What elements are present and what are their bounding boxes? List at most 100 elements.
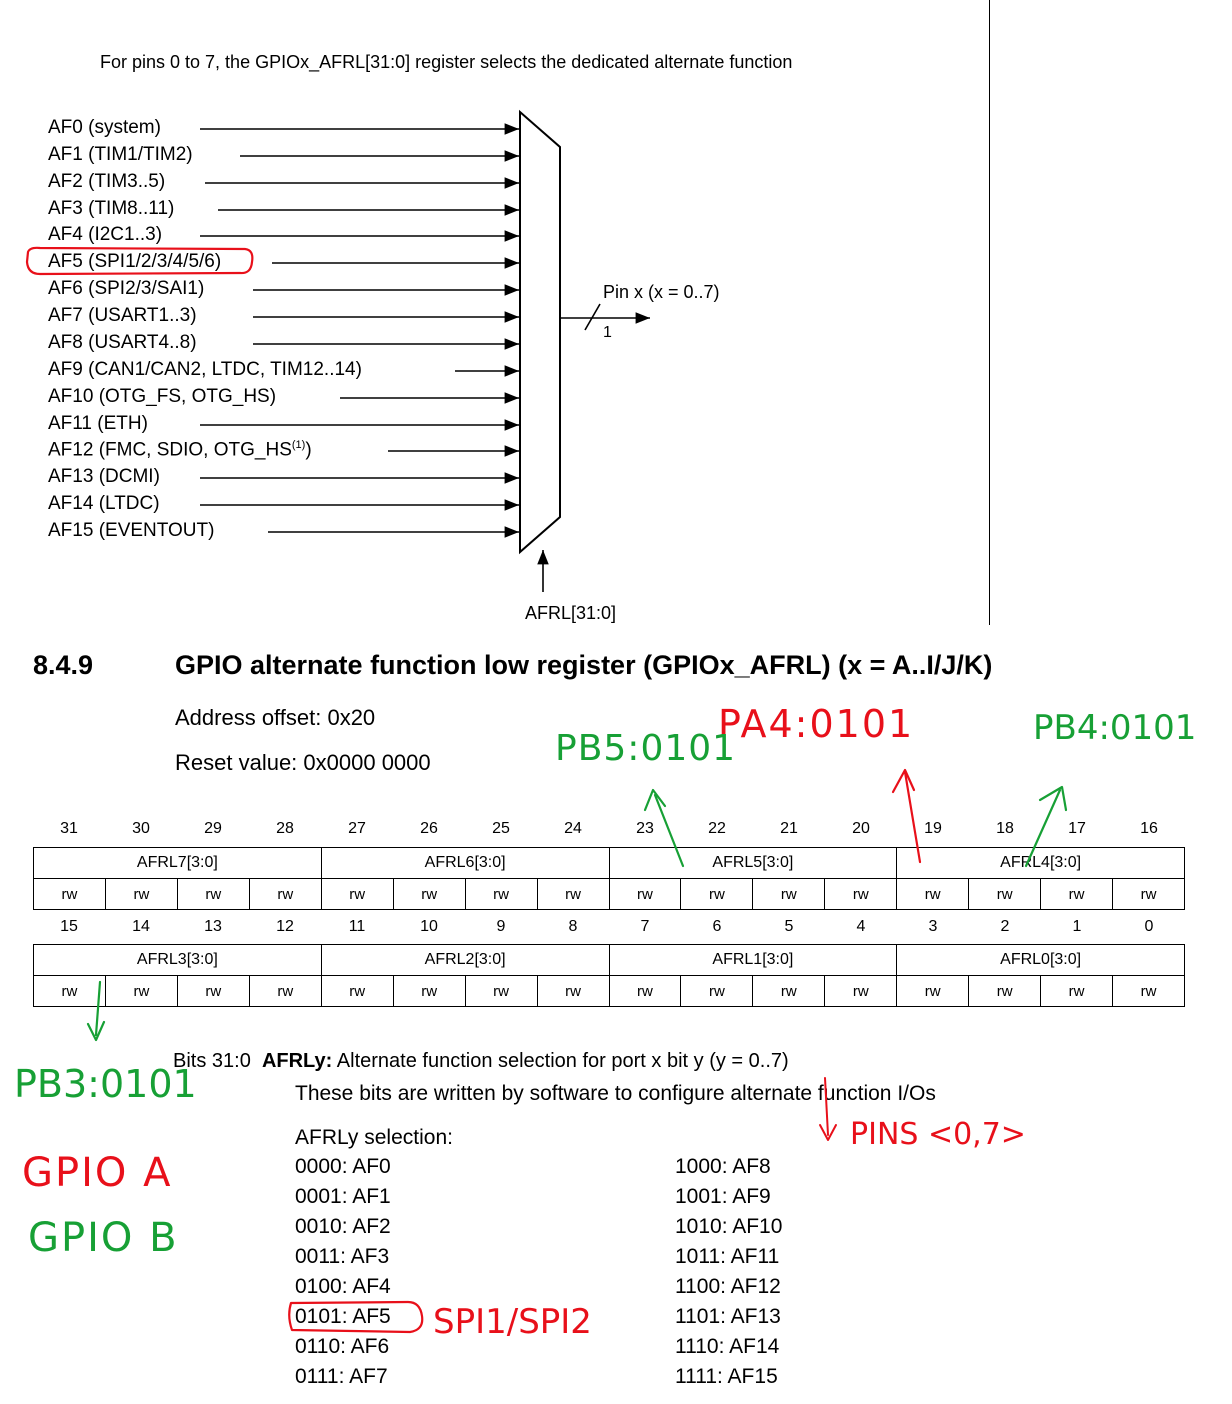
bit-number: 19 [924, 820, 942, 837]
selection-entry: 1100: AF12 [675, 1275, 781, 1298]
access-cell: rw [1040, 878, 1114, 910]
bits-range: Bits 31:0 [173, 1050, 251, 1072]
access-cell: rw [33, 878, 106, 910]
access-cell: rw [680, 878, 754, 910]
af-input-label: AF10 (OTG_FS, OTG_HS) [48, 386, 277, 407]
access-cell: rw [752, 975, 826, 1007]
bits-description-header: Bits 31:0 AFRLy: Alternate function sele… [173, 1050, 789, 1073]
af5-selection-highlight [288, 1300, 424, 1334]
annotation-gpio-a: GPIO A [22, 1150, 173, 1196]
af-input-label: AF13 (DCMI) [48, 466, 160, 487]
selection-title: AFRLy selection: [295, 1126, 453, 1149]
address-offset: Address offset: 0x20 [175, 705, 376, 730]
access-cell: rw [176, 878, 250, 910]
annotation-pb4: PB4:0101 [1033, 708, 1197, 748]
bit-number-row-upper: 31 30 29 28 27 26 25 24 23 22 21 20 19 1… [33, 820, 1185, 842]
af-input-label: AF14 (LTDC) [48, 493, 160, 514]
af-input-label-af12: AF12 (FMC, SDIO, OTG_HS(1)) [48, 439, 312, 461]
section-title: GPIO alternate function low register (GP… [175, 650, 993, 680]
annotation-pb3: PB3:0101 [14, 1062, 197, 1106]
bit-number: 8 [568, 918, 578, 935]
access-cell: rw [896, 975, 970, 1007]
access-cell: rw [176, 975, 250, 1007]
bit-number: 27 [348, 820, 366, 837]
bit-number: 18 [996, 820, 1014, 837]
af-input-label: AF15 (EVENTOUT) [48, 520, 215, 541]
bits-description-line: These bits are written by software to co… [295, 1082, 936, 1105]
bit-number: 30 [132, 820, 150, 837]
access-cell: rw [824, 975, 898, 1007]
af-input-label: AF0 (system) [48, 117, 161, 138]
bit-number: 6 [712, 918, 722, 935]
bit-number: 25 [492, 820, 510, 837]
bit-number-row-lower: 15 14 13 12 11 10 9 8 7 6 5 4 3 2 1 0 [33, 918, 1185, 940]
register-field: AFRL4[3:0] [896, 847, 1185, 879]
access-cell: rw [104, 975, 178, 1007]
bit-number: 23 [636, 820, 654, 837]
bit-number: 17 [1068, 820, 1086, 837]
access-cell: rw [320, 878, 394, 910]
selection-entry: 0110: AF6 [295, 1335, 390, 1358]
selection-entry: 0101: AF5 [295, 1305, 391, 1328]
selection-entry: 0010: AF2 [295, 1215, 391, 1238]
af-input-label: AF3 (TIM8..11) [48, 198, 175, 219]
bus-slash [584, 303, 601, 331]
column-divider [989, 0, 990, 625]
access-cell: rw [320, 975, 394, 1007]
access-cell: rw [680, 975, 754, 1007]
bit-number: 26 [420, 820, 438, 837]
annotation-arrow-pins [819, 1077, 837, 1141]
access-cell: rw [104, 878, 178, 910]
annotation-arrow-pb4 [1024, 785, 1068, 868]
annotation-pa4: PA4:0101 [718, 702, 915, 746]
annotation-spi: SPI1/SPI2 [433, 1302, 592, 1342]
annotation-arrow-pb5 [643, 788, 685, 868]
af5-highlight [25, 246, 254, 276]
bit-number: 29 [204, 820, 222, 837]
access-cell: rw [1112, 975, 1185, 1007]
access-cell: rw [248, 878, 322, 910]
annotation-arrow-pa4 [891, 768, 922, 864]
bus-width-label: 1 [603, 324, 612, 341]
reset-value: Reset value: 0x0000 0000 [175, 750, 431, 775]
annotation-pins: PINS <0,7> [850, 1117, 1026, 1152]
bit-number: 1 [1072, 918, 1082, 935]
bit-number: 14 [132, 918, 150, 935]
access-cell: rw [608, 975, 682, 1007]
access-cell: rw [968, 878, 1042, 910]
selection-entry: 1011: AF11 [675, 1245, 780, 1268]
register-field: AFRL6[3:0] [320, 847, 610, 879]
af-input-label: AF4 (I2C1..3) [48, 224, 163, 245]
selection-entry: 0000: AF0 [295, 1155, 391, 1178]
access-cell: rw [33, 975, 106, 1007]
register-table-upper: AFRL7[3:0] AFRL6[3:0] AFRL5[3:0] AFRL4[3… [33, 847, 1185, 910]
af-input-label: AF9 (CAN1/CAN2, LTDC, TIM12..14) [48, 359, 362, 380]
diagram-caption: For pins 0 to 7, the GPIOx_AFRL[31:0] re… [100, 52, 793, 72]
register-table-lower: AFRL3[3:0] AFRL2[3:0] AFRL1[3:0] AFRL0[3… [33, 944, 1185, 1007]
section-number: 8.4.9 [33, 650, 94, 680]
bits-summary: Alternate function selection for port x … [336, 1050, 789, 1072]
selection-entry: 1110: AF14 [675, 1335, 780, 1358]
selection-entry: 1111: AF15 [675, 1365, 778, 1388]
register-field: AFRL1[3:0] [608, 944, 898, 976]
access-cell: rw [1112, 878, 1185, 910]
access-cell: rw [536, 975, 610, 1007]
access-cell: rw [536, 878, 610, 910]
bit-number: 10 [420, 918, 438, 935]
af-input-label: AF7 (USART1..3) [48, 305, 197, 326]
bit-number: 28 [276, 820, 294, 837]
selection-entry: 0111: AF7 [295, 1365, 388, 1388]
af-input-label: AF11 (ETH) [48, 413, 148, 434]
access-cell: rw [968, 975, 1042, 1007]
bit-number: 13 [204, 918, 222, 935]
bit-number: 12 [276, 918, 294, 935]
bits-field-name: AFRLy: [261, 1050, 333, 1072]
pin-output-label: Pin x (x = 0..7) [603, 282, 720, 302]
bit-number: 15 [60, 918, 78, 935]
access-cell: rw [824, 878, 898, 910]
mux-shape [519, 109, 561, 555]
af-input-label: AF2 (TIM3..5) [48, 171, 166, 192]
bit-number: 20 [852, 820, 870, 837]
bit-number: 24 [564, 820, 582, 837]
